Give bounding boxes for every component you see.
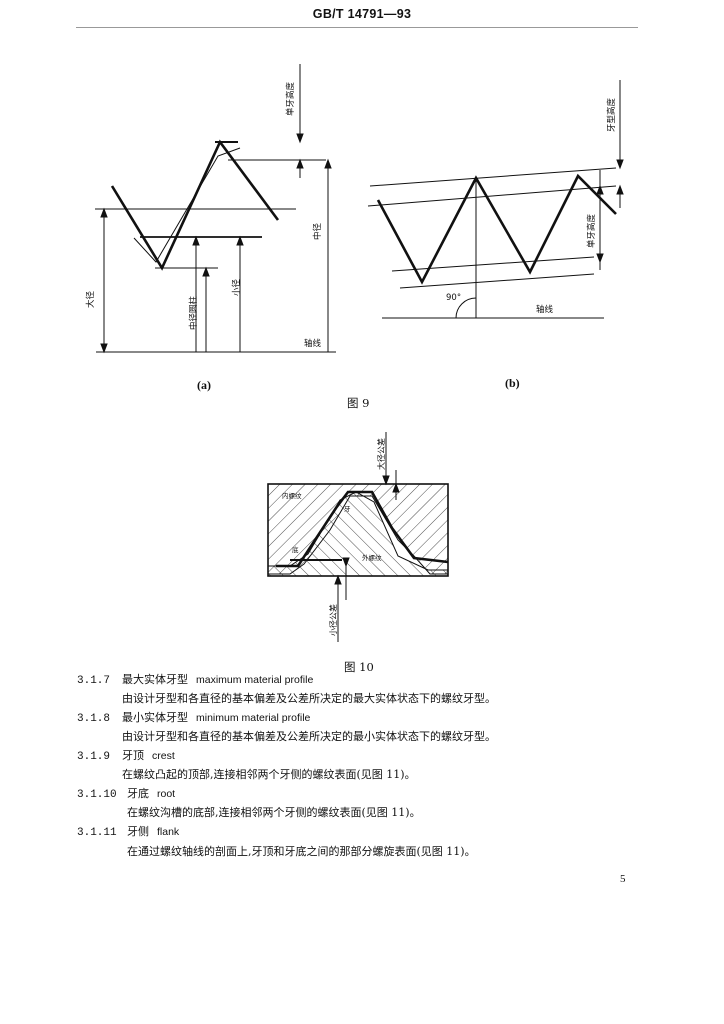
term-chinese: 牙底 [127,787,149,800]
figure-9a-sublabel: (a) [197,378,211,392]
fig9b-single-height-label: 单牙高度 [586,213,597,248]
fig10-crest-mark: 牙 [344,505,351,513]
term-definition: 在螺纹沟槽的底部,连接相邻两个牙侧的螺纹表面(见图 11)。 [127,806,421,819]
term-number: 3.1.11 [77,827,117,839]
fig10-root-mark: 底 [292,545,299,554]
figure-9b-sublabel: (b) [505,376,520,390]
fig10-internal-label: 内螺纹 [282,491,302,500]
term-definition: 由设计牙型和各直径的基本偏差及公差所决定的最小实体状态下的螺纹牙型。 [122,730,496,743]
fig9b-axis-label: 轴线 [536,304,554,315]
figure-9b-diagram: 牙型高度 单牙高度 90° 轴线 [367,80,624,319]
term-chinese: 牙侧 [127,825,149,838]
thread-profile-a [110,139,280,271]
term-english: maximum material profile [196,674,314,686]
fig10-minor-tolerance-label: 小径公差 [328,604,338,636]
figure-10-diagram: 大径公差 小径公差 内螺纹 外螺纹 牙 底 [267,432,449,642]
header-rule [76,27,638,28]
term-number: 3.1.8 [77,713,111,725]
term-entry-3-1-7: 3.1.7 最大实体牙型 maximum material profile [77,673,313,688]
page-number: 5 [620,873,626,885]
term-english: crest [152,750,175,762]
figure-9a-diagram: 大径 中径圆柱 小径 中径 单牙高度 轴线 [85,64,336,354]
term-definition: 在通过螺纹轴线的剖面上,牙顶和牙底之间的那部分螺旋表面(见图 11)。 [127,845,476,858]
term-definition: 在螺纹凸起的顶部,连接相邻两个牙侧的螺纹表面(见图 11)。 [122,768,416,781]
fig9a-pitch-diameter-label: 中径 [312,222,323,240]
term-number: 3.1.10 [77,789,117,801]
term-entry-3-1-11: 3.1.11 牙侧 flank [77,825,179,840]
term-english: flank [157,826,180,838]
term-english: root [157,788,176,800]
fig9a-single-height-label: 单牙高度 [285,81,296,116]
fig9a-axis-label: 轴线 [304,338,322,349]
document-header: GB/T 14791—93 [312,7,412,21]
term-definition: 由设计牙型和各直径的基本偏差及公差所决定的最大实体状态下的螺纹牙型。 [122,692,496,705]
fig10-major-tolerance-label: 大径公差 [376,438,386,470]
figure-9-caption: 图 9 [347,396,370,410]
term-chinese: 最小实体牙型 [122,711,188,724]
fig10-external-label: 外螺纹 [362,553,382,562]
term-entry-3-1-8: 3.1.8 最小实体牙型 minimum material profile [77,711,310,726]
figure-10-caption: 图 10 [344,660,374,674]
fig9b-thread-height-label: 牙型高度 [606,97,617,132]
fig9b-angle-label: 90° [446,293,461,303]
term-chinese: 牙顶 [122,749,144,762]
term-english: minimum material profile [196,712,311,724]
term-chinese: 最大实体牙型 [122,673,188,686]
fig9a-major-diameter-label: 大径 [85,290,96,308]
term-entry-3-1-10: 3.1.10 牙底 root [77,787,175,802]
thread-profile-b [376,173,617,285]
fig9a-pitch-cylinder-label: 中径圆柱 [188,295,199,330]
term-number: 3.1.7 [77,675,111,687]
term-number: 3.1.9 [77,751,111,763]
term-entry-3-1-9: 3.1.9 牙顶 crest [77,749,175,764]
fig9a-minor-diameter-label: 小径 [231,278,242,296]
